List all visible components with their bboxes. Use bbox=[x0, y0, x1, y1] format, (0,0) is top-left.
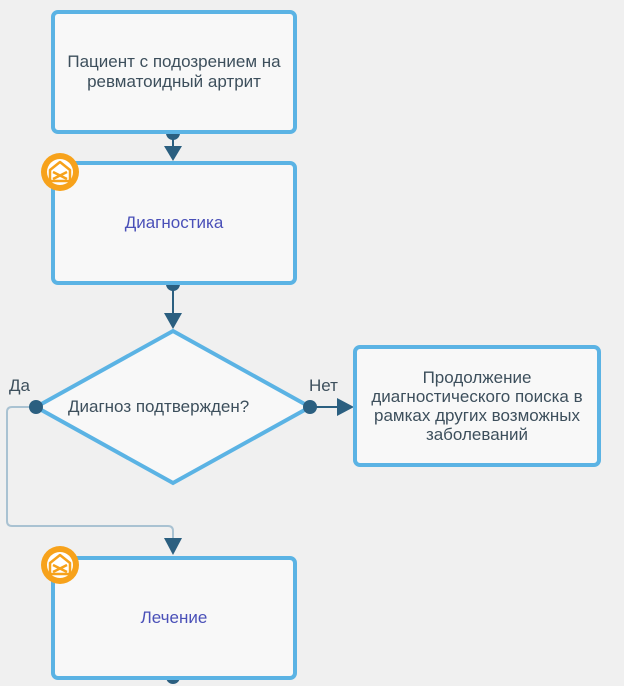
home-badge-icon[interactable] bbox=[40, 545, 80, 585]
continue-node[interactable]: Продолжение диагностического поиска в ра… bbox=[353, 345, 601, 467]
start-node-text: Пациент с подозрением на ревматоидный ар… bbox=[67, 52, 281, 91]
diagnostics-node-text: Диагностика bbox=[124, 213, 224, 232]
port-decision-right bbox=[303, 400, 317, 414]
treatment-node[interactable]: Лечение bbox=[51, 556, 297, 680]
continue-node-text: Продолжение диагностического поиска в ра… bbox=[371, 368, 583, 444]
start-node[interactable]: Пациент с подозрением на ревматоидный ар… bbox=[51, 10, 297, 134]
decision-text: Диагноз подтвержден? bbox=[68, 397, 250, 416]
edge-label-no: Нет bbox=[309, 376, 338, 395]
diagnostics-node[interactable]: Диагностика bbox=[51, 161, 297, 285]
decision-diamond bbox=[31, 328, 315, 486]
arrowhead-diagnostics bbox=[164, 146, 182, 161]
port-decision-left bbox=[29, 400, 43, 414]
treatment-node-text: Лечение bbox=[140, 608, 208, 627]
arrowhead-treatment bbox=[164, 538, 182, 555]
arrowhead-decision bbox=[164, 313, 182, 329]
arrowhead-continue bbox=[337, 398, 354, 416]
home-badge-icon[interactable] bbox=[40, 152, 80, 192]
edge-label-yes: Да bbox=[9, 376, 30, 395]
connector-yes bbox=[6, 406, 174, 552]
